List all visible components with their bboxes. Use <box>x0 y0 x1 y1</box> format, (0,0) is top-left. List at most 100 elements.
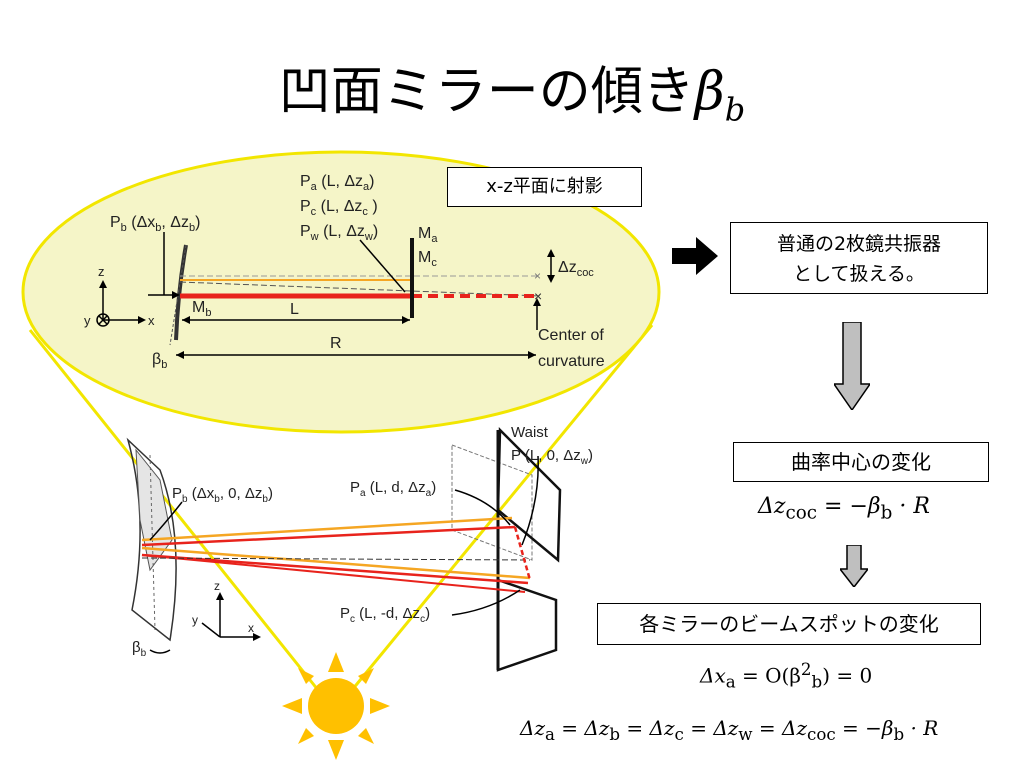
tv-pb-label: Pb (Δxb, Δzb) <box>110 214 200 234</box>
pv-axis-x: x <box>248 621 254 635</box>
sun-disc <box>308 678 364 734</box>
spot-change-label: 各ミラーのビームスポットの変化 <box>639 612 939 636</box>
tv-axis-x: x <box>148 313 155 328</box>
leader-pa <box>454 489 511 526</box>
y-axis-into-page-icon <box>96 313 110 327</box>
right-arrow-shape <box>672 237 718 275</box>
f1-b: = −β <box>817 494 881 519</box>
f3-sub-4: w <box>738 725 753 744</box>
coc-marker-top: × <box>534 269 541 283</box>
sun-ray-ne <box>358 668 374 684</box>
resonator-line-1: 普通の2枚鏡共振器 <box>776 233 942 255</box>
projection-line-right <box>350 324 654 691</box>
perspective-view <box>126 427 562 672</box>
axis-z-arrow <box>216 592 224 600</box>
flat-mirror-c <box>496 578 558 672</box>
tv-R-label: R <box>330 335 342 352</box>
resonator-line-2: として扱える。 <box>793 263 925 285</box>
f3-sub-1: a <box>544 725 555 744</box>
axis-y-line <box>201 622 221 638</box>
waist-plane <box>451 444 533 561</box>
slide-title: 凹面ミラーの傾きβb <box>0 60 1024 141</box>
down-arrow-icon <box>834 322 870 410</box>
f3-sub-5: coc <box>807 725 836 744</box>
down-arrow-shape-1 <box>834 322 870 410</box>
f3-b: = Δz <box>554 716 610 740</box>
coc-change-label: 曲率中心の変化 <box>791 450 931 474</box>
pv-pb-label: Pb (Δxb, 0, Δzb) <box>172 485 273 505</box>
leader-pc <box>451 589 521 616</box>
projection-box: x-z平面に射影 <box>447 167 642 207</box>
f3-e: = Δz <box>752 716 808 740</box>
tv-beta-label: βb <box>152 351 167 371</box>
down-arrow-icon <box>840 545 868 587</box>
spot-change-box: 各ミラーのビームスポットの変化 <box>597 603 981 645</box>
beam-red-dashed <box>513 526 532 581</box>
tv-ma-label: Ma <box>418 225 438 245</box>
tv-dz-coc-label: Δzcoc <box>558 259 594 279</box>
tv-coc-label-1: Center of <box>538 327 604 344</box>
pv-p-waist-label: P (L, 0, Δzw) <box>511 447 593 467</box>
tv-L-label: L <box>290 301 299 318</box>
f3-c: = Δz <box>620 716 675 740</box>
f1-c: · R <box>892 494 930 519</box>
pv-beta-label: βb <box>132 639 147 659</box>
f3-sub-2: b <box>609 725 621 744</box>
f3-f: = −β <box>835 716 894 740</box>
pb-leader-arrow <box>172 291 180 299</box>
projection-ellipse <box>21 150 661 434</box>
coc-marker: × <box>534 288 542 304</box>
leader-waist <box>521 455 539 546</box>
tv-axis-z-arrow <box>99 280 107 288</box>
tv-tilted-axis <box>179 281 541 297</box>
f1-sub: coc <box>785 502 818 524</box>
tv-axis-y: y <box>84 313 91 328</box>
dz-coc-down <box>547 275 555 283</box>
projection-label: x-z平面に射影 <box>486 176 603 197</box>
sun-ray-se <box>358 728 374 744</box>
beam-red-2 <box>141 553 529 585</box>
beam-dashed-axis <box>141 557 531 561</box>
dim-R-left <box>176 351 184 359</box>
tv-axis-z: z <box>98 264 105 279</box>
title-text: 凹面ミラーの傾き <box>278 62 695 122</box>
formula-dz-all: Δza = Δzb = Δzc = Δzw = Δzcoc = −βb · R <box>520 716 938 744</box>
mirror-b-line <box>149 454 156 631</box>
f2-sub-2: b <box>811 672 823 692</box>
dim-L-right <box>402 316 410 324</box>
formula-dx: Δxa = O(β2b) = 0 <box>700 660 872 692</box>
pv-axis-y: y <box>192 613 198 627</box>
beam-red-1 <box>141 525 516 547</box>
f2-sub: a <box>725 672 736 692</box>
pv-pc-label: Pc (L, -d, Δzc) <box>340 605 430 625</box>
tv-mb-label: Mb <box>192 299 211 319</box>
f1-sub-2: b <box>880 502 893 524</box>
tv-axis-x-arrow <box>138 316 146 324</box>
top-view: × × <box>96 232 555 359</box>
dim-R-right <box>528 351 536 359</box>
pa-leader <box>359 239 406 293</box>
f3-g: · R <box>904 716 939 740</box>
pv-axis-z: z <box>214 579 220 593</box>
tv-mc-label: Mc <box>418 249 437 269</box>
title-beta-subscript: b <box>724 90 746 129</box>
sun-ray-nw <box>298 668 314 684</box>
leader-pb <box>149 501 183 541</box>
axis-x-arrow <box>253 633 261 641</box>
f3-sub-3: c <box>674 725 684 744</box>
sun-ray-s <box>328 740 344 760</box>
pv-waist-label: Waist <box>511 424 549 441</box>
beam-red-3 <box>141 554 526 593</box>
mirror-b-shade <box>135 448 173 572</box>
sun-ray-n <box>328 652 344 672</box>
projection-line-left <box>28 329 320 691</box>
title-beta: βb <box>695 62 746 128</box>
mirror-b-top <box>174 244 188 341</box>
tv-coc-label-2: curvature <box>538 353 605 370</box>
beam-orange-lower <box>141 546 531 580</box>
f3-d: = Δz <box>683 716 739 740</box>
pv-pa-label: Pa (L, d, Δza) <box>350 479 436 499</box>
right-arrow-icon <box>672 237 718 275</box>
sun-ray-e <box>370 698 390 714</box>
